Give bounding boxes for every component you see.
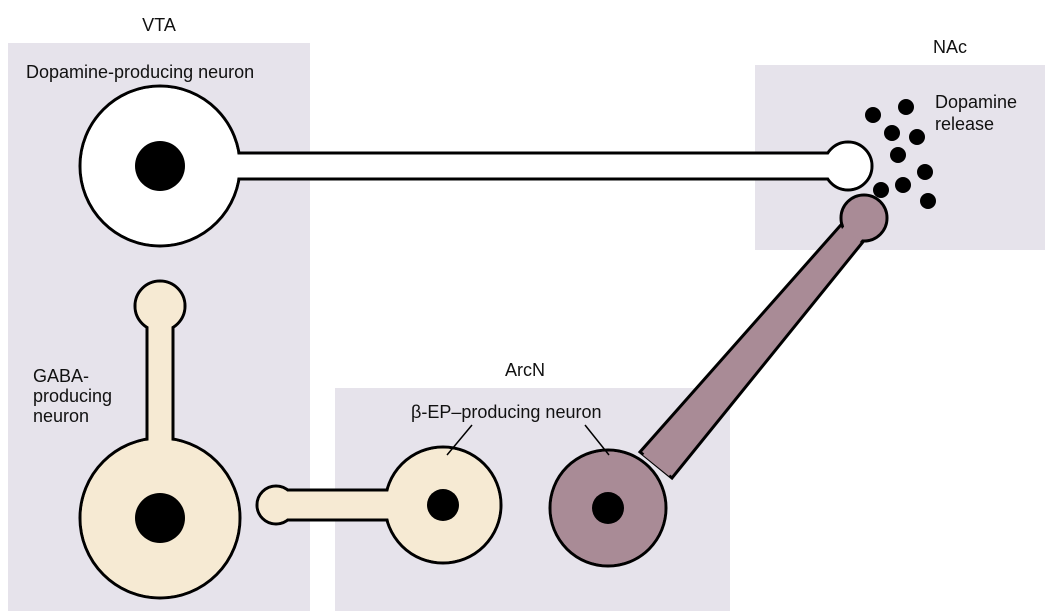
- bep-label-pointer-left: [446, 424, 473, 456]
- gaba-neuron-label: GABA- producing neuron: [33, 366, 117, 426]
- nac-label: NAc: [933, 37, 967, 57]
- dopamine-neuron-label: Dopamine-producing neuron: [26, 62, 254, 82]
- arcn-label: ArcN: [505, 360, 545, 380]
- bep-neuron-right: [548, 193, 889, 568]
- bep-neuron-label: β-EP–producing neuron: [411, 402, 601, 422]
- bep-neuron-right-nucleus: [592, 492, 624, 524]
- bep-label-pointer-right: [584, 424, 610, 456]
- gaba-neuron-nucleus: [135, 493, 185, 543]
- bep-neuron-left: [255, 445, 503, 565]
- dopamine-neuron-nucleus: [135, 141, 185, 191]
- dopamine-release-dots: [865, 99, 936, 209]
- gaba-neuron: [78, 279, 242, 600]
- dopamine-neuron: [78, 84, 874, 248]
- bep-neuron-left-nucleus: [427, 489, 459, 521]
- vta-label: VTA: [142, 15, 176, 35]
- dopamine-release-label: Dopamine release: [935, 92, 1022, 134]
